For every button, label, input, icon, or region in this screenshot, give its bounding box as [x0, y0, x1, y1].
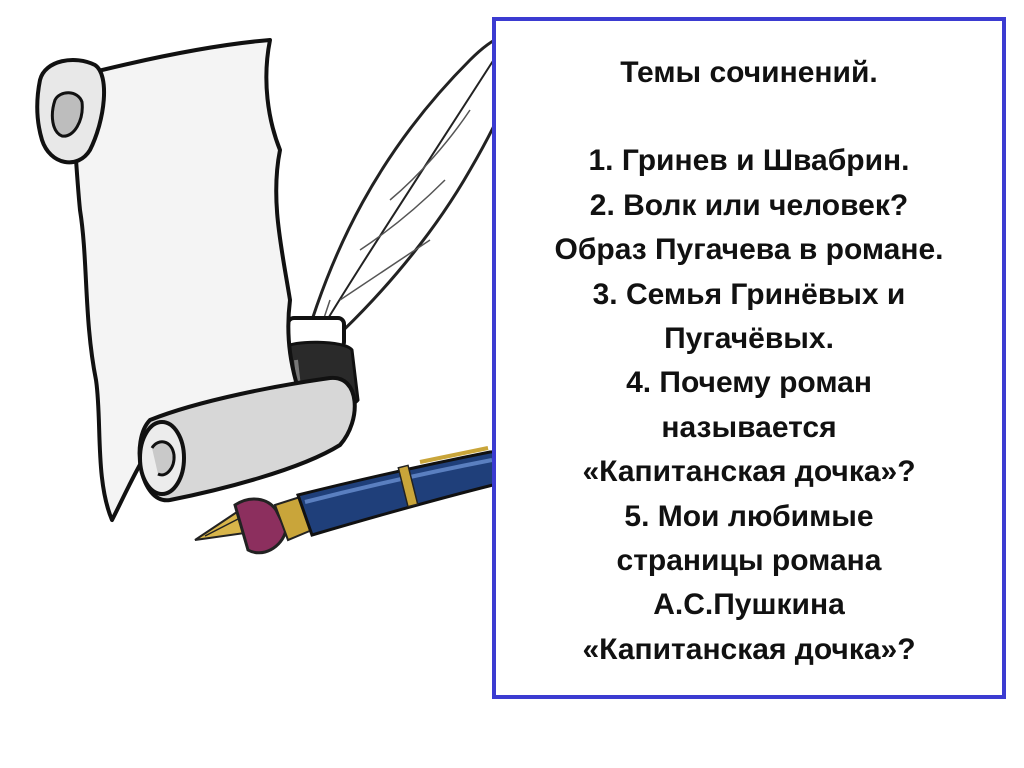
topic-line: «Капитанская дочка»? [582, 455, 916, 489]
topics-text: Темы сочинений. 1. Гринев и Швабрин. 2. … [496, 51, 1002, 672]
topic-line: 3. Семья Гринёвых и [592, 277, 906, 311]
topic-line: 5. Мои любимые [624, 499, 874, 533]
quill-feather-illustration [298, 32, 523, 368]
topic-line: Образ Пугачева в романе. [554, 233, 944, 267]
scroll-illustration [35, 38, 357, 522]
topic-line: называется [661, 410, 837, 444]
topic-line: 4. Почему роман [626, 366, 872, 400]
slide-title: Темы сочинений. [620, 56, 878, 89]
topic-line: 2. Волк или человек? [589, 188, 909, 222]
topics-box: Темы сочинений. 1. Гринев и Швабрин. 2. … [492, 17, 1006, 699]
fountain-pen-illustration [194, 446, 510, 555]
topic-line: страницы романа [616, 544, 882, 578]
topic-line: А.С.Пушкина [653, 588, 845, 622]
topic-line: 1. Гринев и Швабрин. [588, 144, 910, 178]
topic-line: «Капитанская дочка»? [582, 632, 916, 666]
topic-line: Пугачёвых. [664, 322, 834, 356]
